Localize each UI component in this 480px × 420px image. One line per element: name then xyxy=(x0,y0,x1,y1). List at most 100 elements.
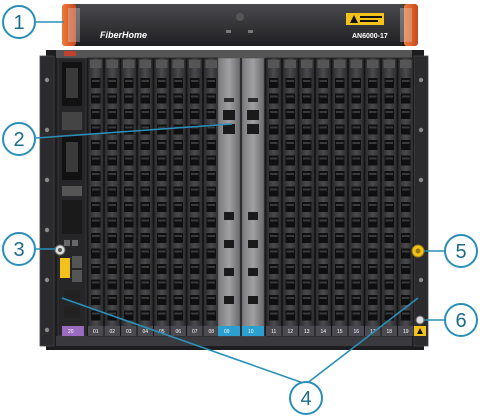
optical-port xyxy=(107,93,117,104)
optical-port xyxy=(302,202,312,212)
optical-port xyxy=(384,140,394,150)
optical-port xyxy=(269,264,279,274)
optical-port xyxy=(384,93,394,104)
optical-port xyxy=(91,233,101,243)
optical-port xyxy=(124,109,134,119)
optical-port xyxy=(124,295,134,305)
optical-port xyxy=(318,93,328,104)
optical-port xyxy=(401,264,411,274)
optical-port xyxy=(384,109,394,119)
optical-port xyxy=(140,78,150,88)
optical-port xyxy=(351,310,361,321)
line-card-01: 01 xyxy=(87,57,104,337)
optical-port xyxy=(107,233,117,243)
optical-port xyxy=(124,248,134,259)
optical-port xyxy=(269,78,279,88)
optical-port xyxy=(107,124,117,135)
optical-port xyxy=(124,124,134,135)
esd-jack-right xyxy=(411,244,425,258)
optical-port xyxy=(368,186,378,197)
optical-port xyxy=(368,248,378,259)
optical-port xyxy=(318,295,328,305)
optical-port xyxy=(384,264,394,274)
svg-text:5: 5 xyxy=(455,241,466,263)
slot-number: 04 xyxy=(142,329,148,335)
optical-port xyxy=(384,186,394,197)
esd-jack-left xyxy=(54,244,66,256)
optical-port xyxy=(157,248,167,259)
optical-port xyxy=(173,279,183,290)
optical-port xyxy=(384,171,394,181)
optical-port xyxy=(351,78,361,88)
optical-port xyxy=(318,279,328,290)
optical-port xyxy=(351,109,361,119)
optical-port xyxy=(173,264,183,274)
optical-port xyxy=(285,171,295,181)
slot-label xyxy=(187,326,203,336)
optical-port xyxy=(206,279,216,290)
line-card-03: 03 xyxy=(120,57,137,337)
optical-port xyxy=(368,93,378,104)
optical-port xyxy=(173,171,183,181)
optical-port xyxy=(140,279,150,290)
optical-port xyxy=(368,279,378,290)
optical-port xyxy=(157,264,167,274)
optical-port xyxy=(335,93,345,104)
optical-port xyxy=(91,202,101,212)
svg-text:3: 3 xyxy=(13,239,24,261)
slot-number: 15 xyxy=(337,329,343,335)
optical-port xyxy=(285,217,295,228)
optical-port xyxy=(157,171,167,181)
optical-port xyxy=(351,202,361,212)
optical-port xyxy=(335,186,345,197)
optical-port xyxy=(190,155,200,166)
optical-port xyxy=(401,248,411,259)
slot-number: 12 xyxy=(287,329,293,335)
optical-port xyxy=(351,93,361,104)
optical-port xyxy=(91,78,101,88)
optical-port xyxy=(173,109,183,119)
optical-port xyxy=(140,186,150,197)
optical-port xyxy=(351,186,361,197)
slot-label-09 xyxy=(218,326,240,336)
optical-port xyxy=(91,124,101,135)
optical-port xyxy=(206,295,216,305)
optical-port xyxy=(368,233,378,243)
optical-port xyxy=(124,140,134,150)
optical-port xyxy=(91,279,101,290)
optical-port xyxy=(124,186,134,197)
ethernet-port xyxy=(223,124,235,134)
optical-port xyxy=(285,310,295,321)
optical-port xyxy=(384,248,394,259)
optical-port xyxy=(140,310,150,321)
optical-port xyxy=(124,233,134,243)
optical-port xyxy=(401,140,411,150)
slot-label xyxy=(398,326,414,336)
optical-port xyxy=(140,248,150,259)
optical-port xyxy=(368,171,378,181)
optical-port xyxy=(140,233,150,243)
optical-port xyxy=(206,310,216,321)
optical-port xyxy=(124,202,134,212)
optical-port xyxy=(318,264,328,274)
line-card-19: 19 xyxy=(397,57,414,337)
optical-port xyxy=(190,264,200,274)
optical-port xyxy=(384,155,394,166)
optical-port xyxy=(335,124,345,135)
optical-port xyxy=(206,140,216,150)
optical-port xyxy=(351,155,361,166)
slot-label xyxy=(365,326,381,336)
optical-port xyxy=(318,109,328,119)
optical-port xyxy=(173,155,183,166)
optical-port xyxy=(269,202,279,212)
optical-port xyxy=(384,124,394,135)
optical-port xyxy=(190,295,200,305)
optical-port xyxy=(302,310,312,321)
optical-port xyxy=(302,233,312,243)
optical-port xyxy=(269,217,279,228)
optical-port xyxy=(140,295,150,305)
optical-port xyxy=(302,248,312,259)
slot-label xyxy=(137,326,153,336)
